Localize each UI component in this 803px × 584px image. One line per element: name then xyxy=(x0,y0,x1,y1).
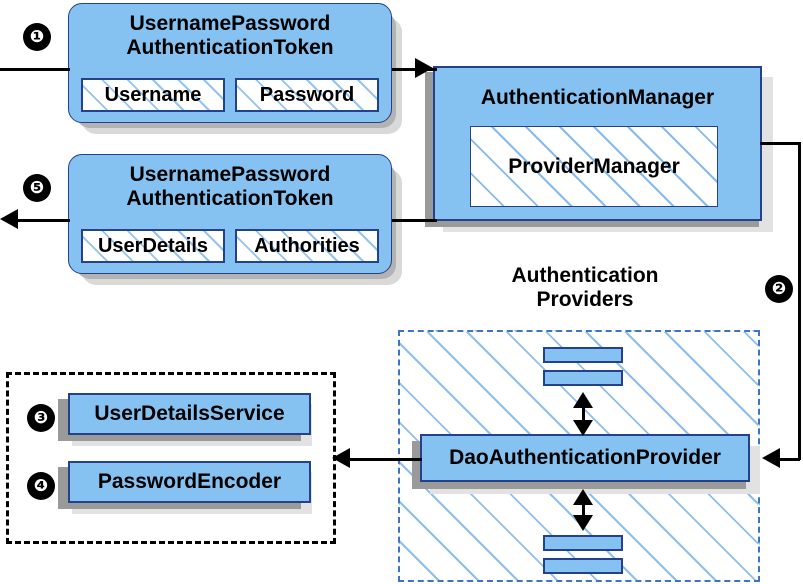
user-details-service-label: UserDetailsService xyxy=(94,402,285,425)
password-encoder-label: PasswordEncoder xyxy=(97,470,282,493)
connector-manager-to-providers-bottom xyxy=(780,458,800,461)
response-token-slots: UserDetails Authorities xyxy=(81,229,379,263)
arrow-request-into-manager xyxy=(415,58,433,78)
user-details-service-box[interactable]: UserDetailsService xyxy=(68,393,311,435)
slot-username: Username xyxy=(81,78,225,112)
arrow-response-out xyxy=(0,209,18,229)
connector-request-in-left xyxy=(0,68,70,71)
authentication-manager-title: AuthenticationManager xyxy=(480,86,715,109)
arrow-provider-stack-bottom-down xyxy=(573,515,593,531)
connector-request-in-right xyxy=(392,68,437,71)
arrow-provider-stack-top-up xyxy=(573,392,593,408)
request-token-slots: Username Password xyxy=(81,78,379,112)
provider-manager-label: ProviderManager xyxy=(508,154,680,178)
slot-authorities: Authorities xyxy=(235,229,379,263)
provider-stack-top-bar-2[interactable] xyxy=(543,370,623,386)
slot-password: Password xyxy=(235,78,379,112)
connector-manager-to-response-token xyxy=(392,219,437,222)
response-token-box[interactable]: UsernamePassword AuthenticationToken Use… xyxy=(68,154,392,274)
authentication-providers-label: Authentication Providers xyxy=(511,264,659,311)
slot-username-label: Username xyxy=(104,83,202,106)
step-badge-2: ❷ xyxy=(766,276,792,302)
request-token-box[interactable]: UsernamePassword AuthenticationToken Use… xyxy=(68,3,392,123)
connector-manager-to-providers-top xyxy=(760,142,801,145)
provider-stack-bottom-bar-2[interactable] xyxy=(543,558,623,574)
response-token-title: UsernamePassword AuthenticationToken xyxy=(126,163,334,210)
step-badge-5: ❺ xyxy=(24,175,50,201)
arrow-provider-stack-bottom-up xyxy=(573,489,593,505)
step-badge-4: ❹ xyxy=(28,473,54,499)
provider-manager-panel[interactable]: ProviderManager xyxy=(470,126,718,207)
arrow-into-dao-provider xyxy=(762,448,780,468)
password-encoder-box[interactable]: PasswordEncoder xyxy=(68,461,311,503)
connector-provider-to-collaborators xyxy=(350,458,422,461)
step-badge-1: ❶ xyxy=(24,24,50,50)
dao-authentication-provider-box[interactable]: DaoAuthenticationProvider xyxy=(420,434,750,482)
connector-provider-stack-top xyxy=(582,396,585,428)
slot-userdetails-label: UserDetails xyxy=(97,234,209,257)
arrow-into-collaborators xyxy=(332,448,350,468)
connector-manager-to-providers-down xyxy=(798,142,801,460)
dao-authentication-provider-label: DaoAuthenticationProvider xyxy=(449,446,721,469)
connector-provider-stack-bottom xyxy=(582,493,585,523)
slot-authorities-label: Authorities xyxy=(254,234,360,257)
arrow-provider-stack-top-down xyxy=(573,420,593,436)
provider-stack-bottom-bar-1[interactable] xyxy=(543,535,623,551)
step-badge-3: ❸ xyxy=(28,405,54,431)
slot-password-label: Password xyxy=(259,83,355,106)
provider-stack-top-bar-1[interactable] xyxy=(543,347,623,363)
connector-response-out xyxy=(18,219,70,222)
slot-userdetails: UserDetails xyxy=(81,229,225,263)
request-token-title: UsernamePassword AuthenticationToken xyxy=(126,12,334,59)
